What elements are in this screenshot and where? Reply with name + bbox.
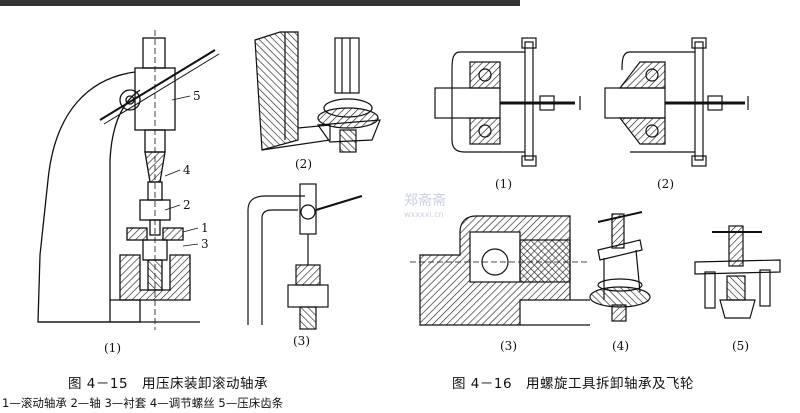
watermark-line-1: 郑斋斋 xyxy=(404,193,446,209)
three-jaw-puller-drawing xyxy=(694,225,781,319)
flywheel-section-drawing xyxy=(410,215,590,326)
fig15-sub-label-1: (1) xyxy=(104,341,121,355)
watermark-line-2: wxxxxl.cn xyxy=(404,210,444,219)
press-drawing xyxy=(37,30,220,330)
part-number-5: 5 xyxy=(193,89,201,103)
fig15-sub-label-3: (3) xyxy=(293,334,310,348)
fig16-sub-label-4: (4) xyxy=(612,339,629,353)
fig16-sub-label-3: (3) xyxy=(500,339,517,353)
part-number-1: 1 xyxy=(201,221,209,235)
fig16-sub-label-1: (1) xyxy=(495,177,512,191)
screw-puller-drawing xyxy=(589,211,651,322)
figure-4-16-caption: 图 4－16 用螺旋工具拆卸轴承及飞轮 xyxy=(452,376,695,392)
puller-drawing-2 xyxy=(604,37,749,167)
fig15-sub-label-2: (2) xyxy=(295,157,312,171)
puller-drawing-1 xyxy=(434,37,581,167)
header-fragment xyxy=(0,0,520,6)
press-gear-drawing xyxy=(254,31,381,153)
figure-4-15-caption: 图 4－15 用压床装卸滚动轴承 xyxy=(68,376,269,392)
fig16-sub-label-2: (2) xyxy=(657,177,674,191)
fig16-sub-label-5: (5) xyxy=(732,339,749,353)
part-number-3: 3 xyxy=(201,237,209,251)
figure-4-15-legend: 1—滚动轴承 2—轴 3—衬套 4—调节螺丝 5—压床齿条 xyxy=(2,396,284,410)
press-tool-drawing xyxy=(247,183,363,330)
part-number-2: 2 xyxy=(183,198,191,212)
watermark: 郑斋斋 wxxxxl.cn xyxy=(404,190,446,219)
part-number-4: 4 xyxy=(183,163,191,177)
